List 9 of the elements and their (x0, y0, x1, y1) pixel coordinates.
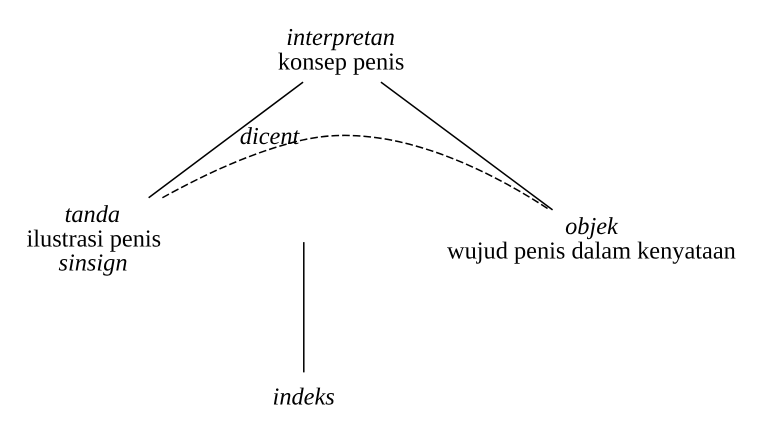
node-text: interpretan konsep penis (278, 24, 404, 76)
connector (303, 242, 305, 372)
connector (380, 81, 554, 210)
connector (162, 134, 550, 210)
node-text: indeks (272, 383, 335, 410)
edge-label: dicent (240, 122, 300, 150)
connector (148, 81, 304, 198)
node-text: objek wujud penis dalam kenyataan (447, 212, 736, 264)
node-text: tanda ilustrasi penis sinsign (26, 200, 162, 276)
